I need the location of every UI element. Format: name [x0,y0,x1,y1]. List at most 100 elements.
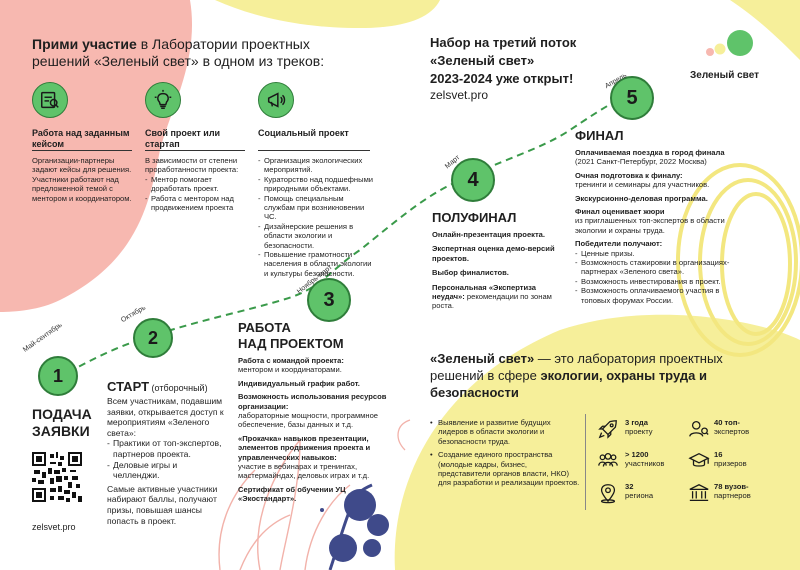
stat-years-value: 3 года [625,418,648,427]
track-idea-title: Свой проект или стартап [145,128,221,149]
start-sub: (отборочный) [149,383,208,393]
final-p4: из приглашенных топ-экспертов в области … [575,216,725,235]
start-text2: Самые активные участники набирают баллы,… [107,483,218,526]
case-icon [41,91,59,109]
track-case-title: Работа над заданным кейсом [32,128,130,149]
about-heading: «Зеленый свет» — это лаборатория проектн… [430,350,770,401]
stat-regions-label: региона [625,491,654,501]
intro-bold: Прими участие [32,36,137,52]
announce-line1: Набор на третий поток [430,35,577,50]
stat-experts-value: 40 топ- [714,418,740,427]
stat-winners: 16 призеров [714,450,747,469]
work-p1: ментором и координаторами. [238,365,342,375]
qr-code[interactable] [32,452,82,502]
people-icon [598,453,618,467]
final-p2: тренинги и семинары для участников. [575,180,710,190]
final-p1: (2021 Санкт-Петербург, 2022 Москва) [575,157,707,167]
stat-years: 3 года проекту [625,418,653,437]
about-bullet: Выявление и развитие будущих лидеров в о… [430,418,580,446]
announce-line3: 2023-2024 уже открыт! [430,71,574,86]
megaphone-icon [267,92,286,108]
track-social-item: Организация экологических мероприятий. [258,156,376,175]
work-p3: лабораторные мощности, программное обесп… [238,411,379,430]
experts-icon [689,421,709,437]
track-idea-item: Ментор помогает доработать проект. [145,175,245,194]
apply-title: ПОДАЧА ЗАЯВКИ [32,406,92,439]
semi-p4: рекомендации по зонам роста. [432,292,552,311]
track-case-line: Участники работают над предложенной темо… [32,174,132,203]
about-text: — это лаборатория проектных решений в сф… [430,351,723,383]
stat-participants-label: участников [625,459,665,469]
track-social-item: Дизайнерские решения в области экологии … [258,222,376,250]
semi-body: Онлайн-презентация проекта. Экспертная о… [432,230,562,311]
stat-universities-value: 78 вузов- [714,482,749,491]
final-p3-bold: Экскурсионно-деловая программа. [575,193,708,203]
track-divider-3 [258,150,370,151]
about-bold-1: «Зеленый свет» [430,351,535,366]
step-2-circle: 2 [133,318,173,358]
semi-title: ПОЛУФИНАЛ [432,210,517,225]
final-title: ФИНАЛ [575,128,624,143]
stat-participants-value: > 1200 [625,450,649,459]
stat-participants: > 1200 участников [625,450,664,469]
about-bold-2: экологии, охраны труда и безопасности [430,368,707,400]
track-social-body: Организация экологических мероприятий. К… [258,156,376,278]
track-case-icon-wrap [32,82,68,118]
brand-logo [706,30,753,56]
track-social-item: Кураторство над подшефными природными об… [258,175,376,194]
work-p4-bold: «Прокачка» навыков презентации, элементо… [238,433,371,462]
track-case-line: Организации-партнеры задают кейсы для ре… [32,156,132,175]
semi-p2: Экспертная оценка демо-версий проектов. [432,244,555,263]
final-p1-bold: Оплачиваемая поездка в город финала [575,148,725,157]
start-body: Всем участникам, подавшим заявки, открыв… [107,396,225,526]
track-idea-icon-wrap [145,82,181,118]
track-social-icon-wrap [258,82,294,118]
track-case-body: Организации-партнеры задают кейсы для ре… [32,156,132,203]
semi-p3: Выбор финалистов. [432,268,509,278]
about-bullet: Создание единого пространства (молодые к… [430,450,580,488]
stat-universities-label: партнеров [714,491,751,501]
graduate-icon [688,452,710,467]
track-idea-body: В зависимости от степени проработанности… [145,156,245,212]
track-social-title: Социальный проект [258,128,349,138]
work-p5-bold: Сертификат об обучении УЦ «Экостандарт». [238,484,346,504]
announce-site[interactable]: zelsvet.pro [430,88,489,102]
semi-p4-bold: Персональная «Экспертиза неудач»: [432,282,537,302]
final-p2-bold: Очная подготовка к финалу: [575,170,683,180]
final-p4-bold: Финал оценивает жюри [575,207,665,217]
work-body: Работа с командой проекта: ментором и ко… [238,356,388,504]
work-title-line1: РАБОТА [238,320,291,335]
stat-winners-label: призеров [714,459,747,469]
announce-block: Набор на третий поток «Зеленый свет» 202… [430,34,630,88]
announce-line2: «Зеленый свет» [430,53,535,68]
stat-regions-value: 32 [625,482,634,491]
brand-name: Зеленый свет [690,70,760,81]
apply-site[interactable]: zelsvet.pro [32,522,76,532]
track-idea-lead: В зависимости от степени проработанности… [145,156,239,175]
work-p3-bold: Возможность использования ресурсов орган… [238,392,387,411]
stat-universities: 78 вузов- партнеров [714,482,751,501]
stat-experts: 40 топ- экспертов [714,418,749,437]
step-1-circle: 1 [38,356,78,396]
stat-years-label: проекту [625,427,653,437]
start-text: Всем участникам, подавшим заявки, открыв… [107,396,224,438]
intro-text: в Лаборатории проектных решений «Зеленый… [32,36,325,69]
work-p4: участие в вебинарах и тренингах, мастерм… [238,462,370,481]
lightbulb-icon [154,89,172,109]
start-title: СТАРТ [107,379,150,394]
stat-winners-value: 16 [714,450,723,459]
track-social-item: Помощь специальным службам при возникнов… [258,194,376,222]
work-p2-bold: Индивидуальный график работ. [238,378,360,388]
university-icon [689,484,709,501]
rocket-icon [598,420,617,439]
track-social-item: Повышение грамотности населения в област… [258,250,376,278]
stat-regions: 32 региона [625,482,653,501]
final-item: Ценные призы. [575,249,747,259]
semi-p1: Онлайн-презентация проекта. [432,230,546,239]
about-bullets: Выявление и развитие будущих лидеров в о… [430,418,580,492]
step-3-circle: 3 [307,278,351,322]
step-4-circle: 4 [451,158,495,202]
start-heading: СТАРТ (отборочный) [107,378,208,396]
track-idea-item: Работа с ментором над продвижением проек… [145,194,245,213]
